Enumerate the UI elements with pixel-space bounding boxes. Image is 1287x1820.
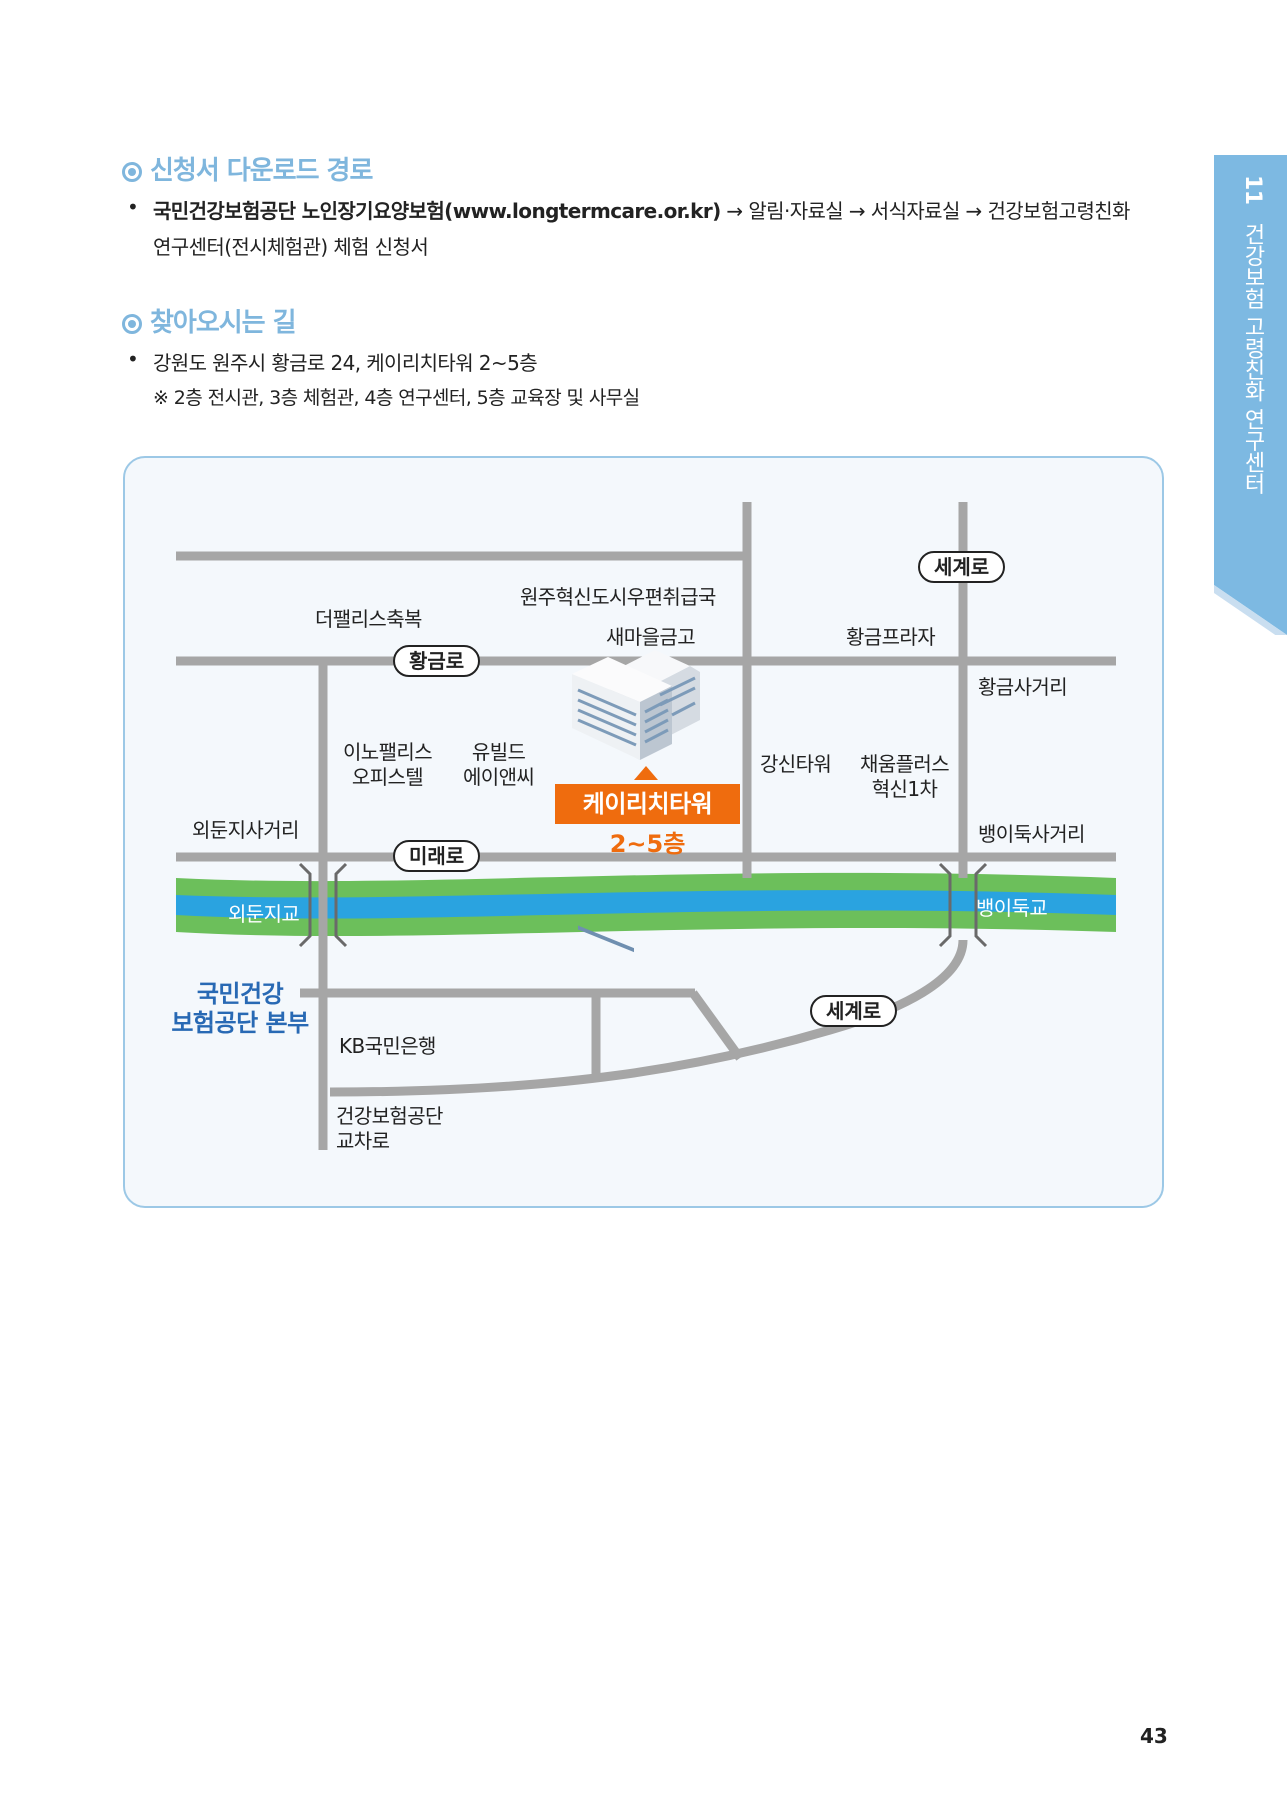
label-inno-palace-line2: 오피스텔 — [351, 765, 424, 789]
download-path-steps: → 알림·자료실 → 서식자료실 → 건강보험고령친화 — [720, 199, 1130, 223]
label-inno-palace-line1: 이노팰리스 — [343, 740, 433, 764]
hq-label-line1: 국민건강 — [196, 980, 284, 1008]
bullet-dot-icon: • — [127, 347, 139, 371]
hq-label: 국민건강 보험공단 본부 — [165, 980, 315, 1038]
bridge-bracket-icon — [938, 862, 952, 948]
section-directions-title-text: 찾아오시는 길 — [150, 308, 297, 338]
label-oedunji-bridge: 외둔지교 — [228, 902, 300, 926]
river — [176, 890, 1116, 919]
building-icon — [572, 650, 700, 953]
download-path-line2: 연구센터(전시체험관) 체험 신청서 — [153, 235, 429, 259]
label-yubild-line2: 에이앤씨 — [463, 765, 535, 789]
road-tag-segye-top: 세계로 — [918, 551, 1006, 583]
road-tag-hwanggeum: 황금로 — [393, 645, 481, 677]
side-tab-number: 11 — [1240, 175, 1265, 205]
label-hwanggeum-intersection: 황금사거리 — [978, 675, 1068, 699]
target-bullet-icon — [122, 314, 142, 334]
floor-note: ※ 2층 전시관, 3층 체험관, 4층 연구센터, 5층 교육장 및 사무실 — [153, 387, 640, 409]
label-chaeum-line1: 채움플러스 — [860, 752, 950, 776]
label-yubild-line1: 유빌드 — [471, 740, 526, 764]
label-the-palace: 더팰리스축복 — [315, 607, 422, 631]
label-baengidug-bridge: 뱅이둑교 — [976, 896, 1048, 920]
target-building-label: 케이리치타워 — [555, 784, 740, 824]
download-path-line1: 국민건강보험공단 노인장기요양보험(www.longtermcare.or.kr… — [153, 195, 1130, 224]
address-line: 강원도 원주시 황금로 24, 케이리치타워 2~5층 — [153, 351, 538, 375]
target-building-floors: 2~5층 — [609, 830, 686, 858]
bridge-bracket-icon — [334, 862, 348, 948]
bridge-bracket-icon — [974, 862, 988, 948]
target-bullet-icon — [122, 162, 142, 182]
download-path-site: 국민건강보험공단 노인장기요양보험(www.longtermcare.or.kr… — [153, 199, 721, 223]
side-tab-label: 11 건강보험 고령친화 연구센터 — [1228, 175, 1268, 494]
label-saemaul: 새마을금고 — [606, 625, 696, 649]
page-number: 43 — [1140, 1724, 1168, 1748]
road-segye-curve — [329, 939, 968, 1097]
label-hwanggeum-plaza: 황금프라자 — [846, 625, 936, 649]
label-kb-bank: KB국민은행 — [339, 1034, 436, 1058]
label-nhis-junction-line1: 건강보험공단 — [336, 1104, 443, 1128]
label-oedunji-intersection: 외둔지사거리 — [192, 818, 299, 842]
label-yubild: 유빌드 에이앤씨 — [463, 740, 535, 790]
label-inno-palace: 이노팰리스 오피스텔 — [343, 740, 433, 790]
label-chaeum-plus: 채움플러스 혁신1차 — [860, 752, 950, 802]
section-directions-title: 찾아오시는 길 — [122, 302, 297, 339]
bridge-bracket-icon — [298, 862, 312, 948]
road-tag-mirae: 미래로 — [393, 840, 481, 872]
label-baengidug-intersection: 뱅이둑사거리 — [978, 822, 1085, 846]
road-tag-segye-bottom: 세계로 — [810, 995, 898, 1027]
label-post-office: 원주혁신도시우편취급국 — [520, 585, 716, 609]
hq-label-line2: 보험공단 본부 — [171, 1008, 309, 1037]
road-hq-diagonal — [689, 990, 744, 1061]
section-download-title-text: 신청서 다운로드 경로 — [150, 156, 373, 186]
label-nhis-junction: 건강보험공단 교차로 — [336, 1104, 443, 1154]
section-download-title: 신청서 다운로드 경로 — [122, 150, 373, 187]
label-gangsin-tower: 강신타워 — [760, 752, 832, 776]
bullet-dot-icon: • — [127, 195, 139, 219]
label-chaeum-line2: 혁신1차 — [871, 777, 938, 801]
label-nhis-junction-line2: 교차로 — [336, 1129, 390, 1153]
side-tab-title: 건강보험 고령친화 연구센터 — [1240, 223, 1265, 495]
side-tab — [1214, 155, 1287, 635]
